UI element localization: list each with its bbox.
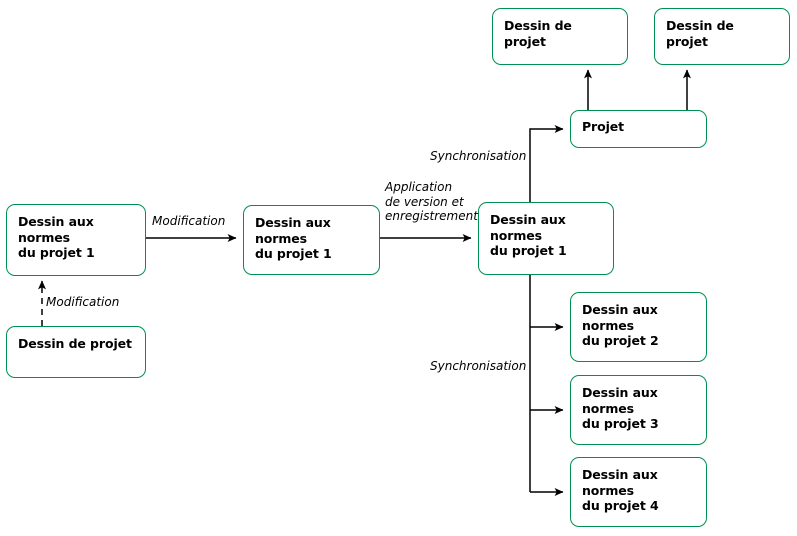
node-standards-drawing-1a[interactable]: Dessin aux normes du projet 1 [6,204,146,276]
edge-standards-1c-to-projects-234 [529,275,564,496]
edge-label-application-version: Application de version et enregistrement [385,180,478,223]
node-top-left-project-drawing[interactable]: Dessin de projet [492,8,628,65]
node-standards-drawing-3[interactable]: Dessin aux normes du projet 3 [570,375,707,445]
node-standards-drawing-1c[interactable]: Dessin aux normes du projet 1 [478,202,614,275]
node-label: Dessin aux normes du projet 3 [582,385,659,431]
node-label: Dessin aux normes du projet 1 [18,214,95,260]
node-standards-drawing-1b[interactable]: Dessin aux normes du projet 1 [243,205,380,275]
node-top-right-project-drawing[interactable]: Dessin de projet [654,8,790,65]
node-label: Dessin de projet [18,336,132,351]
node-label: Dessin aux normes du projet 1 [490,212,567,258]
node-label: Dessin aux normes du projet 1 [255,215,332,261]
node-project[interactable]: Projet [570,110,707,148]
edge-label-synchronisation-bottom: Synchronisation [430,359,527,373]
node-label: Dessin de projet [666,18,734,49]
node-label: Dessin aux normes du projet 4 [582,467,659,513]
node-label: Dessin de projet [504,18,572,49]
node-label: Dessin aux normes du projet 2 [582,302,659,348]
node-label: Projet [582,119,625,134]
edge-label-synchronisation-top: Synchronisation [430,149,527,163]
edge-standards-1c-to-project [529,125,564,202]
edge-label-modification-horizontal: Modification [152,214,226,228]
edge-label-modification-vertical: Modification [46,295,120,309]
node-standards-drawing-4[interactable]: Dessin aux normes du projet 4 [570,457,707,527]
node-standards-drawing-2[interactable]: Dessin aux normes du projet 2 [570,292,707,362]
node-source-project-drawing[interactable]: Dessin de projet [6,326,146,378]
